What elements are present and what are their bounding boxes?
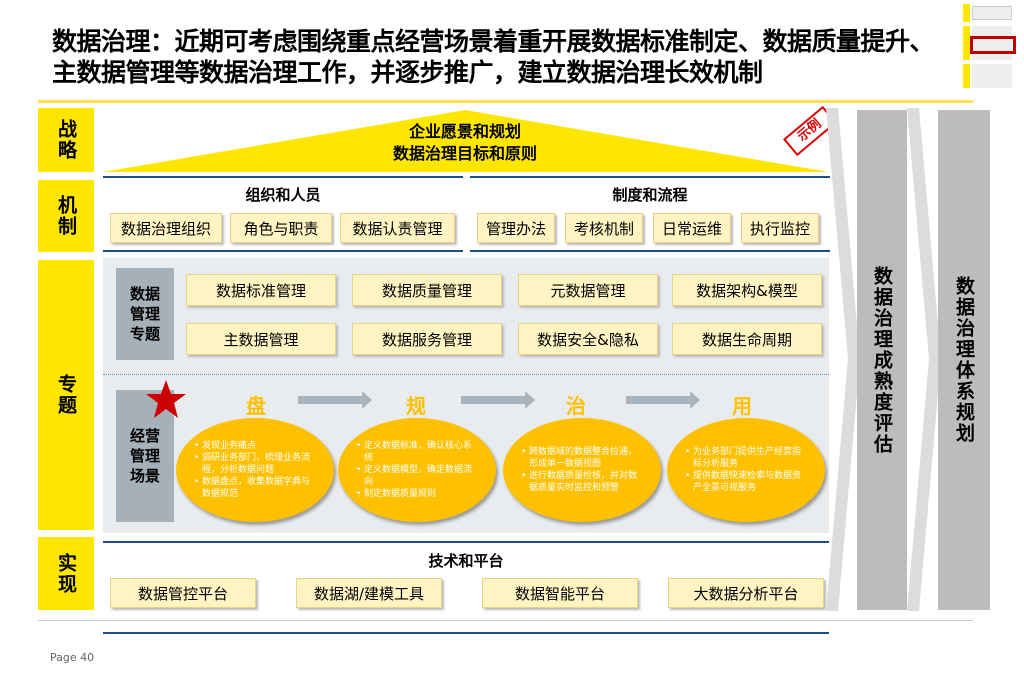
data-mgmt-item: 数据生命周期 bbox=[672, 323, 822, 355]
org-header: 组织和人员 bbox=[245, 186, 321, 204]
org-item: 角色与职责 bbox=[230, 213, 332, 243]
bullet-item: 制定数据质量规则 bbox=[356, 488, 478, 500]
data-mgmt-item: 数据服务管理 bbox=[352, 323, 502, 355]
label-mechanism: 机制 bbox=[38, 180, 94, 252]
page-number: Page 40 bbox=[50, 651, 95, 664]
org-item: 数据治理组织 bbox=[110, 213, 222, 243]
step-ellipse-pan: 发现业务痛点调研业务部门，梳理业务流程，分析数据问题数据盘点，收集数据字典与数据… bbox=[176, 418, 334, 522]
bullet-item: 发现业务痛点 bbox=[194, 440, 316, 452]
data-mgmt-item: 数据质量管理 bbox=[352, 274, 502, 306]
arrow-icon bbox=[626, 391, 700, 409]
thumbnail-navigator[interactable] bbox=[963, 2, 1019, 90]
platform-item: 大数据分析平台 bbox=[668, 578, 824, 608]
step-name: 规 bbox=[406, 394, 426, 418]
bullet-item: 定义数据模型，确定数据流向 bbox=[356, 464, 478, 488]
maturity-assessment: 数据治理成熟度评估 bbox=[857, 110, 907, 610]
bullet-item: 调研业务部门，梳理业务流程，分析数据问题 bbox=[194, 452, 316, 476]
platform-item: 数据管控平台 bbox=[110, 578, 256, 608]
step-ellipse-yong: 为业务部门提供生产经营指标分析服务提供数据快速检索与数据资产全景可视服务 bbox=[667, 418, 825, 522]
bullet-item: 为业务部门提供生产经营指标分析服务 bbox=[685, 446, 807, 470]
bullet-item: 跨数据域的数据整合拉通，形成单一数据视图 bbox=[521, 446, 643, 470]
page-title: 数据治理：近期可考虑围绕重点经营场景着重开展数据标准制定、数据质量提升、主数据管… bbox=[52, 27, 935, 87]
arrow-icon bbox=[298, 391, 372, 409]
data-mgmt-label: 数据管理专题 bbox=[116, 268, 174, 360]
step-ellipse-zhi: 跨数据域的数据整合拉通，形成单一数据视图进行数据质量检核，并对数据质量实时监控和… bbox=[503, 418, 661, 522]
label-implement: 实现 bbox=[38, 537, 94, 610]
bullet-item: 定义数据标准，确认核心系统 bbox=[356, 440, 478, 464]
bullet-item: 数据盘点，收集数据字典与数据规范 bbox=[194, 476, 316, 500]
scenario-label: 经营管理场景 bbox=[116, 390, 174, 522]
data-mgmt-item: 数据标准管理 bbox=[186, 274, 336, 306]
platform-item: 数据湖/建模工具 bbox=[296, 578, 442, 608]
data-mgmt-item: 主数据管理 bbox=[186, 323, 336, 355]
strategy-triangle bbox=[103, 110, 829, 172]
process-item: 管理办法 bbox=[477, 213, 555, 243]
bullet-item: 进行数据质量检核，并对数据质量实时监控和预警 bbox=[521, 470, 643, 494]
goal-text: 数据治理目标和原则 bbox=[392, 144, 537, 163]
arrow-icon bbox=[461, 391, 535, 409]
platform-item: 数据智能平台 bbox=[482, 578, 638, 608]
process-item: 执行监控 bbox=[741, 213, 819, 243]
label-topic: 专题 bbox=[38, 260, 94, 530]
step-ellipse-gui: 定义数据标准，确认核心系统定义数据模型，确定数据流向制定数据质量规则 bbox=[338, 418, 496, 522]
vision-text: 企业愿景和规划 bbox=[408, 122, 521, 141]
step-name: 治 bbox=[566, 394, 586, 418]
process-header: 制度和流程 bbox=[612, 186, 688, 204]
data-mgmt-item: 元数据管理 bbox=[518, 274, 658, 306]
system-planning: 数据治理体系规划 bbox=[938, 110, 990, 610]
process-item: 日常运维 bbox=[653, 213, 731, 243]
step-name: 盘 bbox=[246, 394, 266, 418]
platform-header: 技术和平台 bbox=[428, 552, 504, 570]
chevron-arrow-icon bbox=[826, 108, 860, 611]
bullet-item: 提供数据快速检索与数据资产全景可视服务 bbox=[685, 470, 807, 494]
chevron-arrow-icon bbox=[907, 108, 941, 611]
org-item: 数据认责管理 bbox=[340, 213, 455, 243]
step-name: 用 bbox=[732, 394, 752, 418]
data-mgmt-item: 数据安全&隐私 bbox=[518, 323, 658, 355]
data-mgmt-item: 数据架构&模型 bbox=[672, 274, 822, 306]
title-divider bbox=[38, 100, 973, 103]
label-strategy: 战略 bbox=[38, 108, 94, 172]
process-item: 考核机制 bbox=[565, 213, 643, 243]
star-icon bbox=[146, 380, 186, 418]
